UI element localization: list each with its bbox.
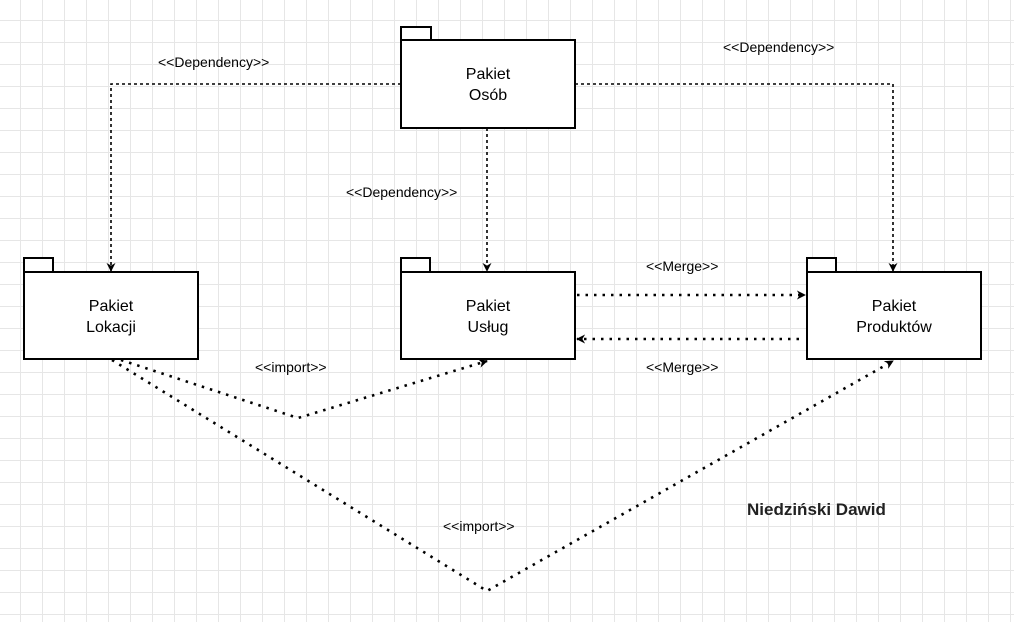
package-tab <box>400 26 432 41</box>
package-osob-line2: Osób <box>469 87 507 104</box>
package-body <box>806 271 982 360</box>
package-tab <box>400 257 431 273</box>
label-import-short: <<import>> <box>255 359 327 375</box>
package-produktow-line1: Pakiet <box>872 298 917 315</box>
package-tab <box>23 257 54 273</box>
package-lokacji-line2: Lokacji <box>86 319 136 336</box>
package-osob[interactable]: Pakiet Osób <box>400 26 576 129</box>
package-lokacji[interactable]: Pakiet Lokacji <box>23 257 199 360</box>
label-dependency-middle: <<Dependency>> <box>346 184 457 200</box>
label-dependency-left: <<Dependency>> <box>158 54 269 70</box>
label-merge-top: <<Merge>> <box>646 258 718 274</box>
package-lokacji-line1: Pakiet <box>89 298 134 315</box>
package-body <box>23 271 199 360</box>
edge-dependency-osob-produktow[interactable] <box>575 83 898 272</box>
author-name: Niedziński Dawid <box>747 500 886 519</box>
package-osob-line1: Pakiet <box>466 66 511 83</box>
label-import-long: <<import>> <box>443 518 515 534</box>
package-produktow[interactable]: Pakiet Produktów <box>806 257 982 360</box>
package-tab <box>806 257 837 273</box>
package-body <box>400 39 576 129</box>
label-merge-bottom: <<Merge>> <box>646 359 718 375</box>
package-uslug-line2: Usług <box>468 319 509 336</box>
package-produktow-line2: Produktów <box>856 319 932 336</box>
edge-import-lokacji-produktow[interactable] <box>111 358 894 593</box>
package-body <box>400 271 576 360</box>
package-uslug-line1: Pakiet <box>466 298 511 315</box>
package-uslug[interactable]: Pakiet Usług <box>400 257 576 360</box>
label-dependency-right: <<Dependency>> <box>723 39 834 55</box>
edge-dependency-osob-lokacji[interactable] <box>106 83 401 272</box>
